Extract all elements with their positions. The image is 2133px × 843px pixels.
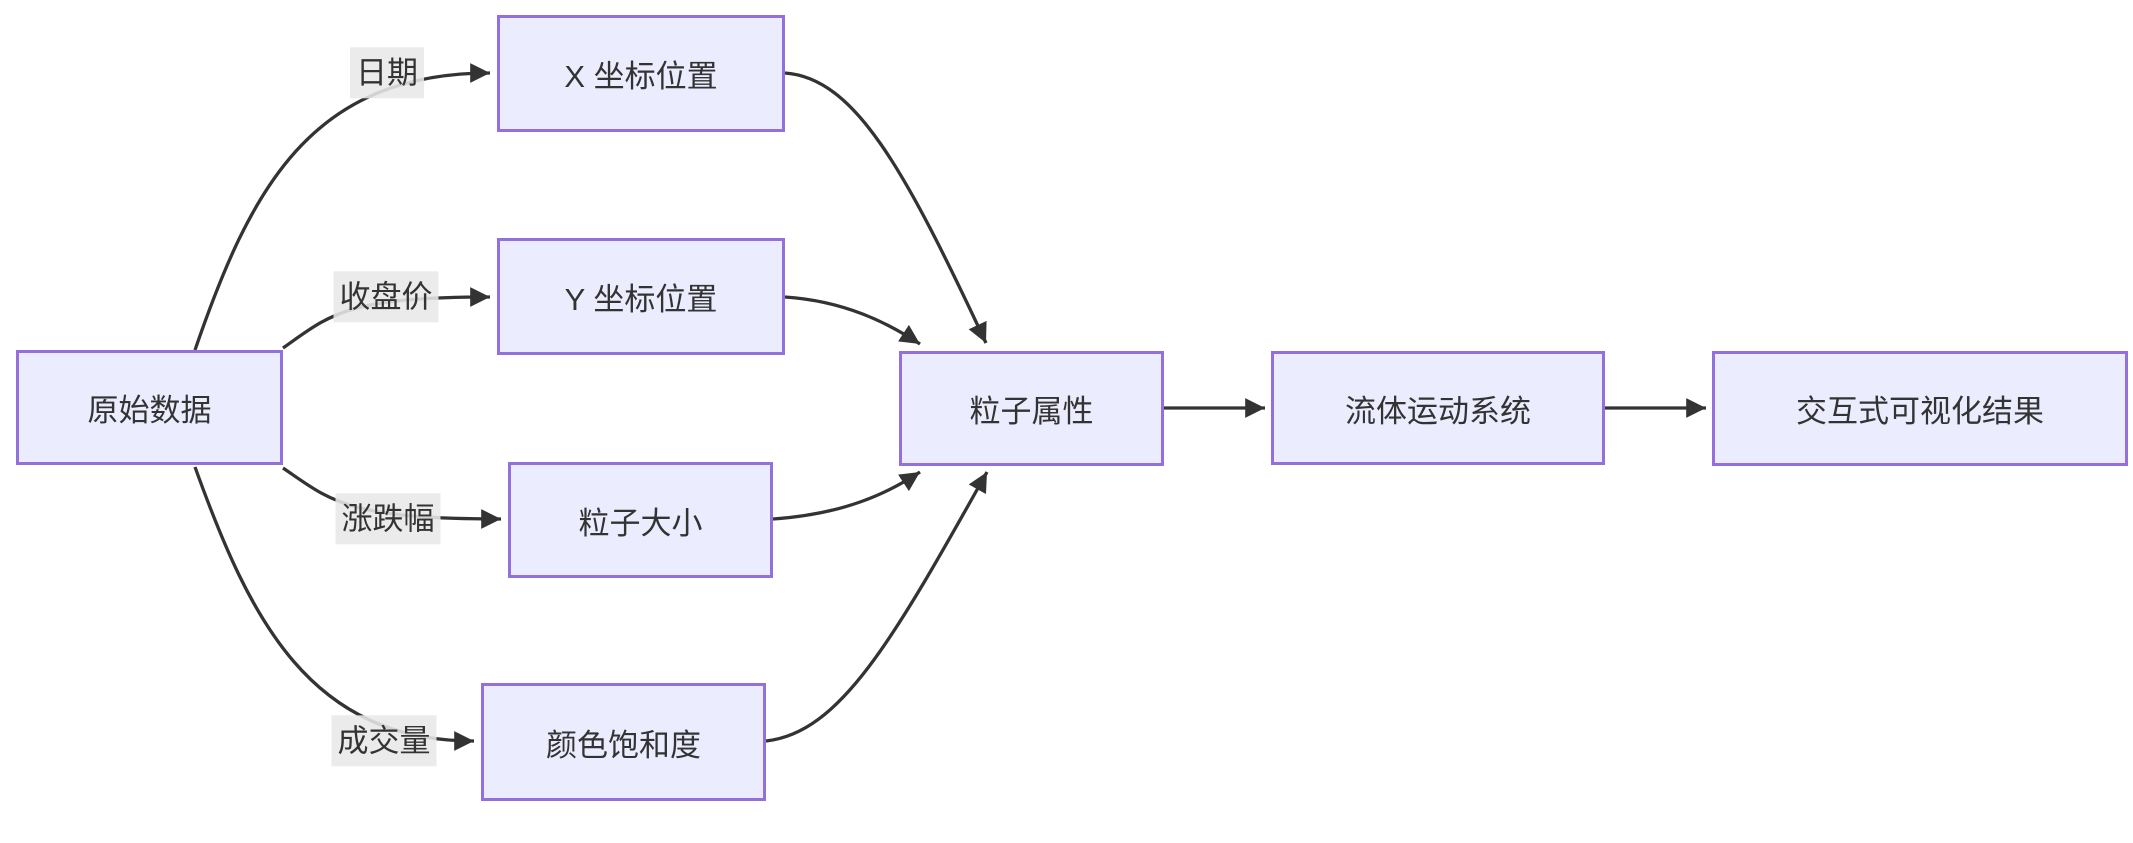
edge-particlesize-to-attributes bbox=[772, 470, 921, 521]
node-particle-attributes: 粒子属性 bbox=[899, 351, 1164, 466]
node-particle-attributes-label: 粒子属性 bbox=[969, 394, 1094, 429]
edge-label-closing-price: 收盘价 bbox=[333, 271, 439, 323]
node-fluid-motion-system: 流体运动系统 bbox=[1271, 351, 1605, 465]
edge-label-volume: 成交量 bbox=[331, 715, 437, 767]
node-particle-size-label: 粒子大小 bbox=[578, 505, 703, 541]
node-color-saturation: 颜色饱和度 bbox=[481, 683, 766, 801]
node-particle-size: 粒子大小 bbox=[508, 462, 773, 578]
edge-xposition-to-attributes bbox=[784, 71, 988, 344]
edge-colorsaturation-to-attributes bbox=[765, 471, 989, 743]
node-x-position-label: X 坐标位置 bbox=[564, 59, 718, 94]
node-interactive-result-label: 交互式可视化结果 bbox=[1796, 394, 2044, 429]
edge-yposition-to-attributes bbox=[784, 295, 921, 346]
node-interactive-result: 交互式可视化结果 bbox=[1712, 351, 2128, 466]
node-raw-data: 原始数据 bbox=[16, 350, 283, 465]
node-color-saturation-label: 颜色饱和度 bbox=[546, 727, 701, 763]
node-y-position-label: Y 坐标位置 bbox=[564, 282, 718, 317]
edge-label-date: 日期 bbox=[350, 47, 424, 99]
node-y-position: Y 坐标位置 bbox=[497, 238, 785, 355]
node-x-position: X 坐标位置 bbox=[497, 15, 785, 132]
node-fluid-motion-system-label: 流体运动系统 bbox=[1345, 393, 1531, 429]
edge-label-price-change: 涨跌幅 bbox=[335, 493, 441, 545]
node-raw-data-label: 原始数据 bbox=[87, 393, 212, 428]
